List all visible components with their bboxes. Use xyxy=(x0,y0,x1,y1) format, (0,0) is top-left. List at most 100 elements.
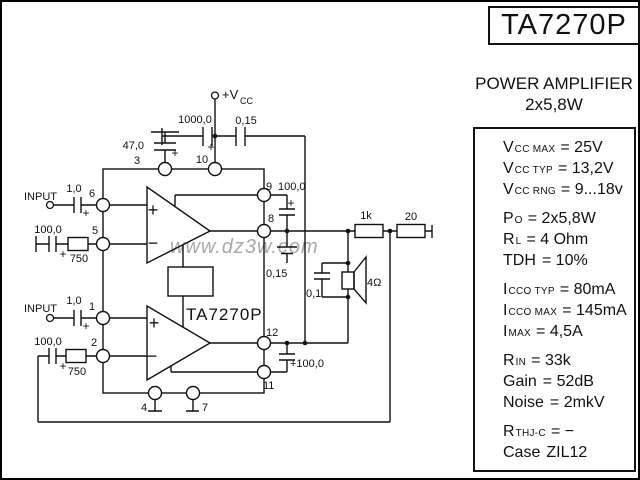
opamp-top xyxy=(146,185,212,265)
pin2-label: 2 xyxy=(91,337,97,349)
part-number-box: TA7270P xyxy=(488,6,640,45)
pin8-label: 8 xyxy=(268,213,274,225)
opamp-top-plus: + xyxy=(148,200,159,220)
c-ripple-label: 47,0 xyxy=(123,140,144,152)
part-number: TA7270P xyxy=(501,9,627,41)
boot-bottom-cap xyxy=(270,343,295,373)
c-out-hf-label: 0,15 xyxy=(266,268,287,280)
vcc-label: +V xyxy=(222,87,239,102)
pin-6 xyxy=(95,197,111,213)
schematic-labels: INPUT 1,0 6 100,0 5 750 INPUT 1,0 1 100,… xyxy=(24,87,417,414)
ic-body-outline xyxy=(102,168,265,394)
pin6-label: 6 xyxy=(89,188,95,200)
plus-sign: + xyxy=(82,319,89,333)
vcc-sub-label: CC xyxy=(240,96,253,106)
input-bottom-coupling xyxy=(53,310,103,326)
pin3-label: 3 xyxy=(134,155,140,167)
spec-noise: Noise= 2mkV xyxy=(503,394,605,411)
pin-4 xyxy=(147,385,163,401)
pin9-label: 9 xyxy=(266,181,272,193)
supply-hf-cap xyxy=(215,127,306,343)
plus-sign: + xyxy=(171,146,178,160)
input-top-terminal xyxy=(45,200,55,210)
pin5-label: 5 xyxy=(92,225,98,237)
pin-2 xyxy=(95,348,111,364)
boot-top-cap xyxy=(270,194,295,231)
opamp-bottom xyxy=(146,304,212,382)
pin4-label: 4 xyxy=(141,402,147,414)
input-top-coupling xyxy=(53,197,103,213)
output-top-wire xyxy=(210,225,433,238)
bias-block xyxy=(167,266,214,297)
ripple-cap xyxy=(151,131,179,169)
opamp-top-inputs xyxy=(110,204,147,245)
load-resistor-20 xyxy=(396,223,426,239)
pin11-internal xyxy=(170,365,258,373)
junction-dots xyxy=(212,133,393,346)
opamp-bottom-plus: + xyxy=(149,313,160,333)
plus-sign: + xyxy=(207,140,214,154)
speaker-box xyxy=(341,271,355,290)
c-supply-label: 1000,0 xyxy=(178,114,212,126)
speaker-impedance-label: 4Ω xyxy=(367,277,381,289)
pin-7 xyxy=(185,385,201,401)
speaker-cone xyxy=(353,255,367,305)
r-nfb-top-label: 750 xyxy=(70,253,88,265)
nfb-top-resistor xyxy=(67,236,89,252)
pin-5 xyxy=(95,236,111,252)
nfb-bottom-network xyxy=(37,231,391,423)
speaker-cap xyxy=(314,262,348,298)
c-in-bottom-label: 1,0 xyxy=(66,295,81,307)
r-load-label: 20 xyxy=(405,211,417,223)
ground-stubs xyxy=(148,399,199,412)
series-resistor-1k xyxy=(354,223,384,239)
r-series-label: 1k xyxy=(360,210,372,222)
pin7-label: 7 xyxy=(202,402,208,414)
pin-10 xyxy=(207,161,223,177)
opamp-bottom-minus: − xyxy=(147,346,158,366)
pin-1 xyxy=(95,310,111,326)
c-nfb-bottom-label: 100,0 xyxy=(34,336,62,348)
plus-sign: + xyxy=(59,247,66,261)
c-boot-bottom-label: +100,0 xyxy=(290,358,324,370)
supply-cap xyxy=(161,127,215,146)
vcc-terminal xyxy=(210,91,220,100)
pin10-label: 10 xyxy=(196,154,208,166)
output-resistors xyxy=(354,223,426,239)
opamp-top-minus: − xyxy=(148,233,159,253)
pin9-internal xyxy=(174,194,258,206)
plus-sign: + xyxy=(59,359,66,373)
spec-gain: Gain= 52dB xyxy=(503,373,594,390)
ic-name-label: TA7270P xyxy=(186,305,263,324)
out-hf-cap xyxy=(277,231,297,263)
plus-sign: + xyxy=(82,206,89,220)
pin1-label: 1 xyxy=(89,301,95,313)
input-bottom-label: INPUT xyxy=(24,303,57,315)
c-speaker-label: 0,1 xyxy=(306,288,321,300)
terminals xyxy=(45,91,220,323)
c-boot-top-label: 100,0 xyxy=(278,181,306,193)
pin12-label: 12 xyxy=(266,327,278,339)
opamp-bottom-inputs xyxy=(110,317,147,357)
pin-12 xyxy=(256,335,272,351)
power-rating: 2x5,8W xyxy=(525,95,583,114)
watermark-text: www.dz3w.com xyxy=(170,236,319,258)
c-nfb-top-label: 100,0 xyxy=(34,224,62,236)
pin-8 xyxy=(256,223,272,239)
nfb-bottom-resistor xyxy=(65,348,87,364)
page-title: POWER AMPLIFIER xyxy=(475,74,633,93)
c-supply-hf-label: 0,15 xyxy=(235,115,256,127)
